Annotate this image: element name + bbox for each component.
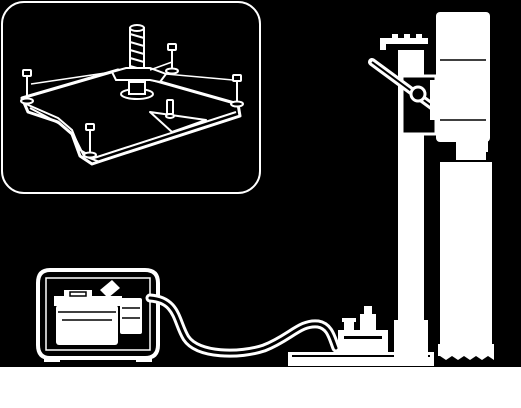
pump-detail-lines	[58, 291, 140, 321]
feed-handle	[368, 58, 444, 116]
vacuum-hose-core	[148, 296, 338, 355]
carriage-handle	[380, 34, 428, 50]
drill-stand-base-plate	[288, 306, 434, 366]
pump-foot-left	[44, 356, 60, 362]
inset-leveling-screw-front	[83, 123, 97, 159]
floor	[0, 367, 521, 408]
pump-motor	[54, 280, 142, 345]
base-plate-detail-inset	[1, 1, 261, 194]
inset-guide-lines	[30, 61, 234, 85]
inset-center-spindle	[110, 24, 168, 100]
vacuum-pump-unit	[36, 268, 160, 362]
inset-spare-bolt	[165, 99, 175, 119]
inset-leveling-screw-right	[230, 74, 244, 108]
core-drill-motor	[430, 12, 490, 160]
pump-foot-right	[136, 356, 152, 362]
inset-leveling-screw-top	[165, 43, 179, 75]
core-bit	[438, 162, 494, 360]
inset-leveling-screw-left	[20, 69, 34, 105]
